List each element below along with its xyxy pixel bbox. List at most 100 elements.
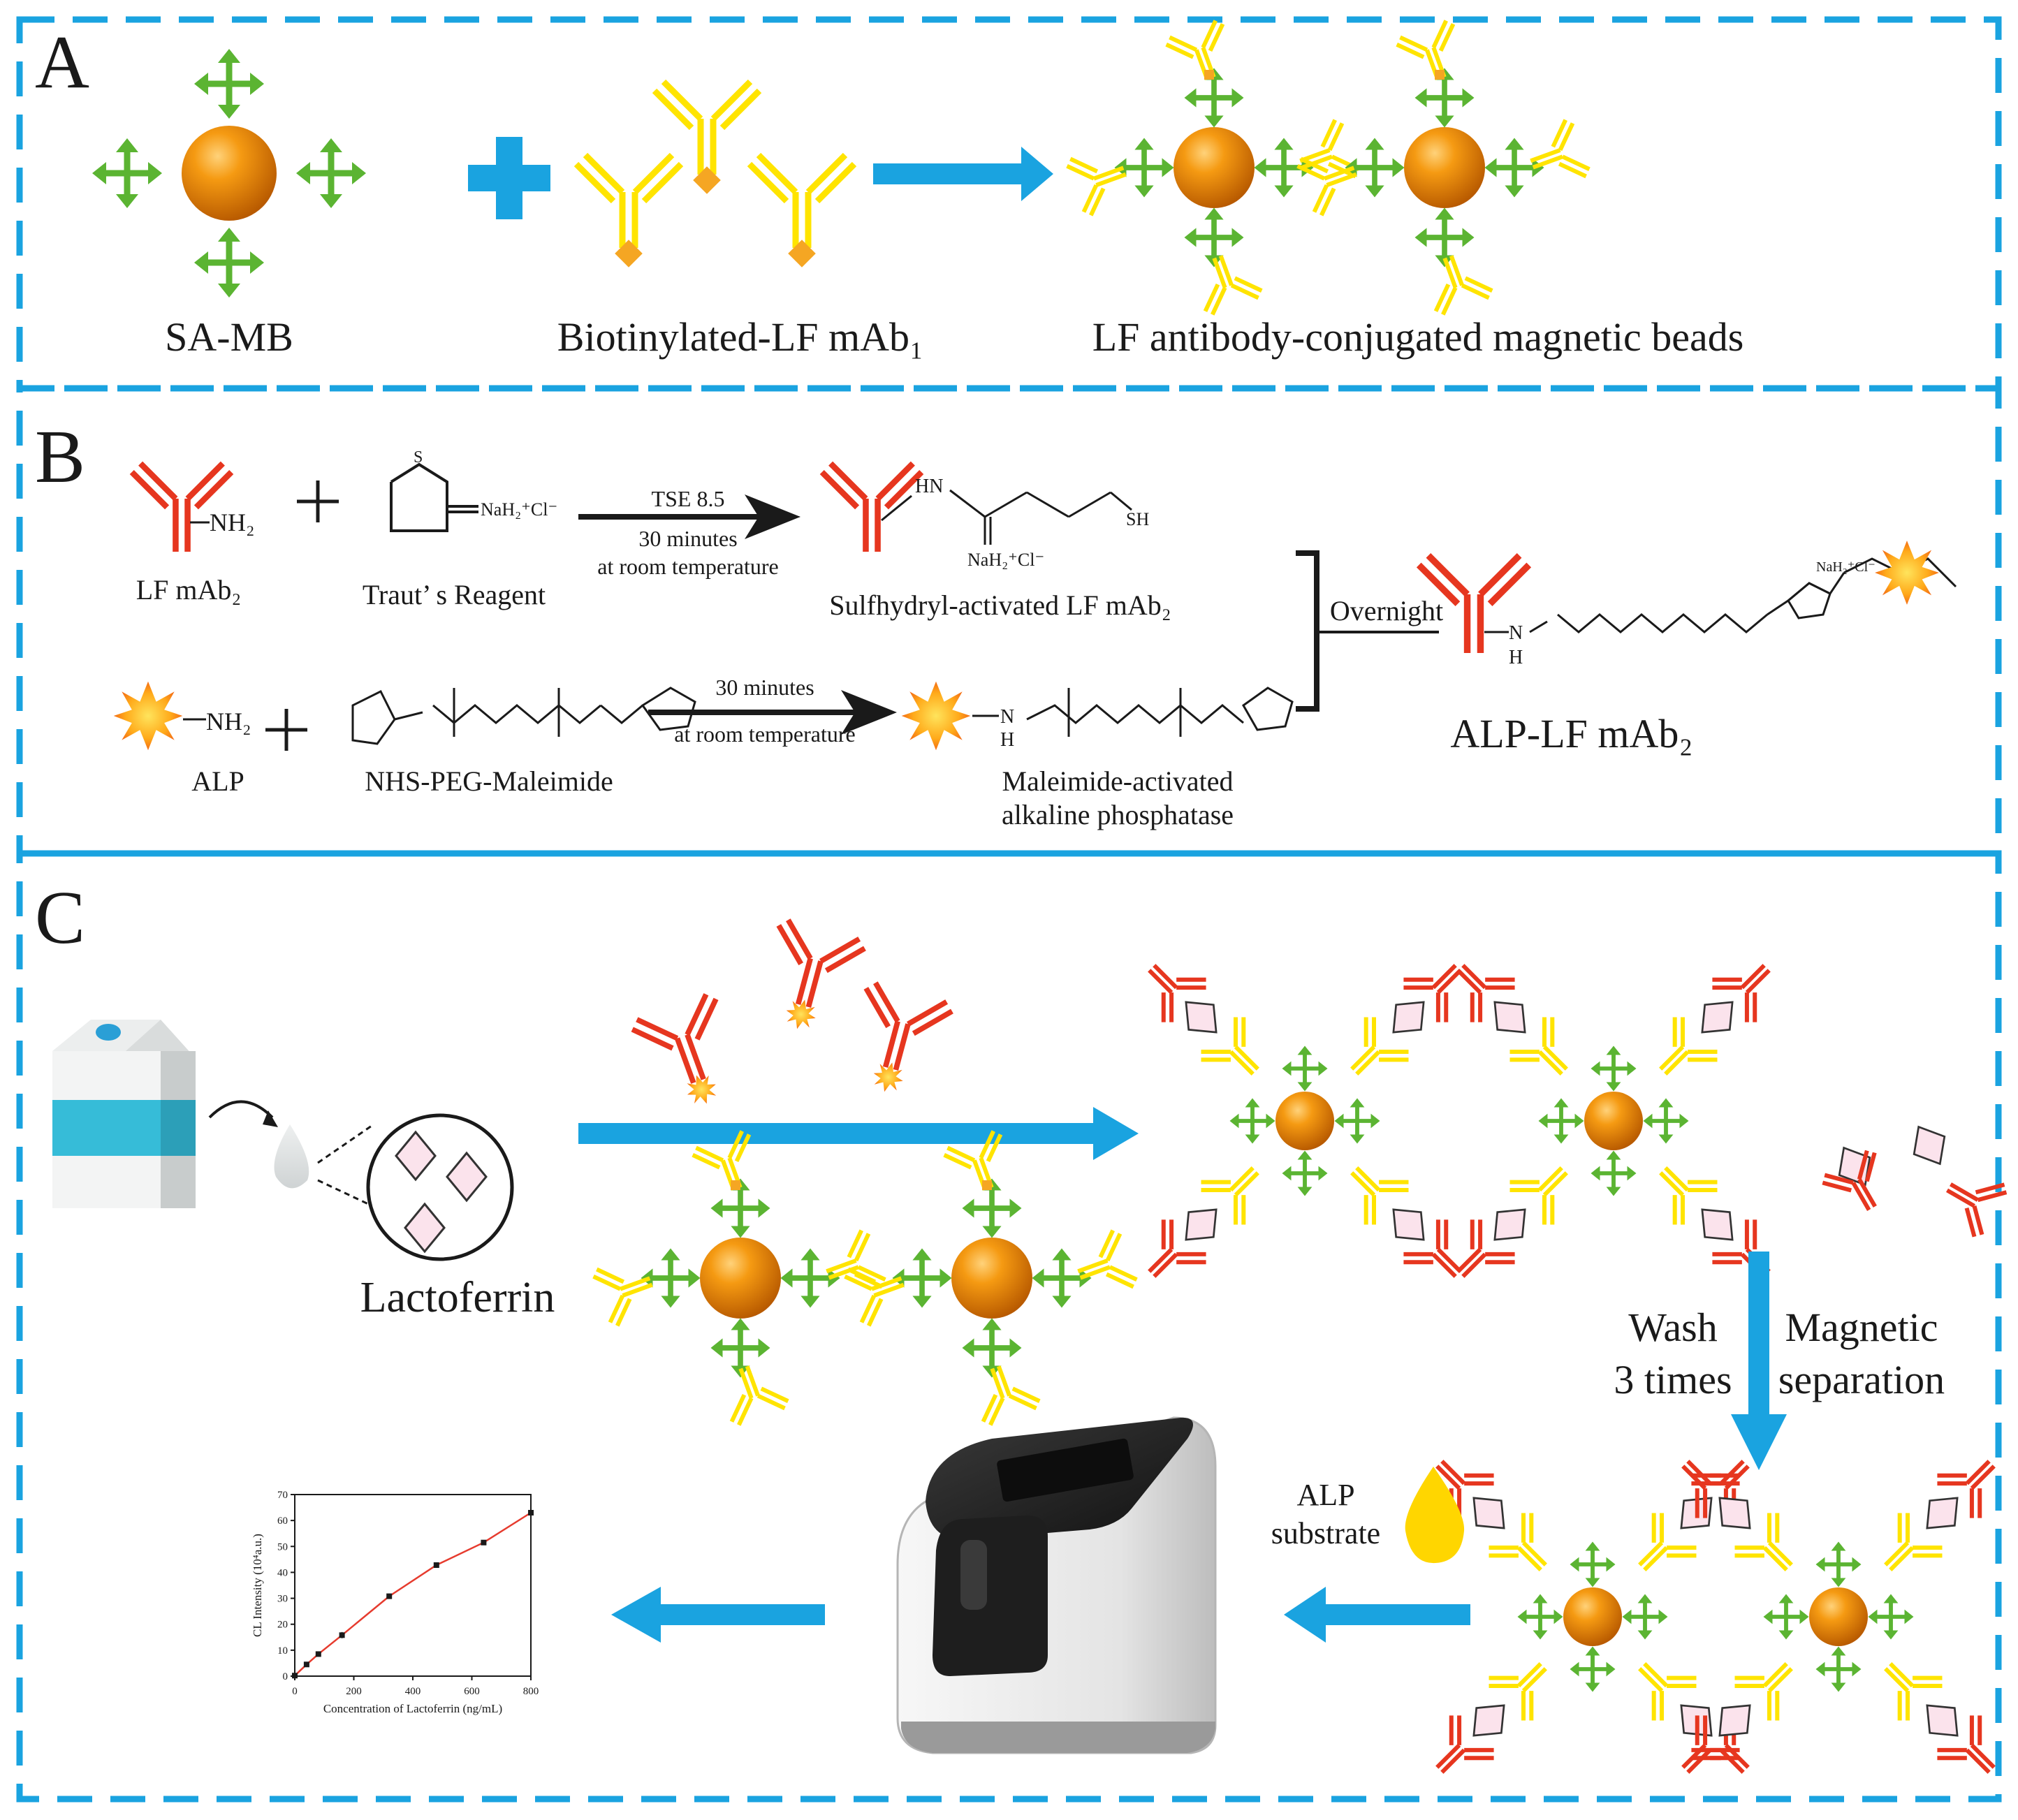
panel-borders	[16, 16, 2002, 1803]
chart-axes	[294, 1494, 532, 1677]
alp-substrate-label-2: substrate	[1271, 1516, 1380, 1550]
chart-xtick-label: 400	[405, 1686, 421, 1697]
sa-mb-bead	[92, 49, 366, 298]
panel-c-letter: C	[35, 876, 85, 960]
substrate-drop-icon	[1405, 1467, 1465, 1564]
panel-b-letter: B	[35, 416, 85, 499]
chart-ytick-label: 30	[277, 1594, 288, 1605]
chart-point	[433, 1562, 439, 1569]
plus-sign	[468, 137, 550, 219]
alp-label: ALP	[191, 765, 244, 797]
chart-xtick-label: 800	[523, 1686, 539, 1697]
wash-label-1: Wash	[1628, 1305, 1717, 1350]
alp-substrate-label-1: ALP	[1296, 1478, 1354, 1512]
sandwich-complex-2	[1439, 946, 1787, 1295]
sa-mb-label: SA-MB	[165, 314, 293, 360]
maleimide-label-2: alkaline phosphatase	[1002, 799, 1234, 830]
sulfhydryl-sh: SH	[1126, 509, 1149, 529]
overnight-bracket	[1296, 550, 1319, 712]
magnetic-label-2: separation	[1778, 1357, 1945, 1402]
milk-drop-icon	[274, 1124, 309, 1189]
nhs-peg-structure	[351, 687, 696, 745]
panel-a: A SA-MB	[35, 19, 1743, 360]
chart-fit-curve	[294, 1511, 532, 1677]
chart-ytick-label: 40	[277, 1567, 288, 1578]
chart-xtick-label: 200	[346, 1686, 362, 1697]
traut-label: Traut’ s Reagent	[363, 579, 546, 610]
pour-arrow	[208, 1100, 274, 1119]
chart-points	[292, 1506, 534, 1679]
maleimide-h: H	[1000, 729, 1014, 751]
arrow-a	[873, 147, 1053, 201]
alp-lf-label: ALP-LF mAb₂	[1450, 711, 1692, 756]
arrow-c2	[1284, 1587, 1470, 1643]
washed-complex-1	[1418, 1442, 1767, 1791]
alp-nh2: NH₂	[206, 707, 251, 735]
chart-point	[303, 1661, 309, 1668]
panel-b-border	[16, 385, 2002, 857]
chart-point	[528, 1510, 534, 1516]
traut-salt: NaH₂⁺Cl⁻	[481, 499, 557, 520]
panel-b: B NH₂ LF mAb₂ S NaH₂⁺Cl⁻ Traut’ s Reagen…	[35, 416, 1957, 830]
alp-lf-salt: NaH₂⁺Cl⁻	[1816, 559, 1876, 575]
lf-mab2-antibody	[132, 464, 232, 552]
maleimide-alp-structure	[972, 687, 1294, 737]
lf-mab2-nh2: NH₂	[210, 508, 255, 536]
chart-xtick-label: 0	[292, 1686, 298, 1697]
panel-a-border	[16, 16, 2002, 392]
arrow-b1-bot: at room temperature	[597, 554, 778, 579]
arrow-b1-mid: 30 minutes	[638, 526, 737, 551]
chart-ytick-label: 20	[277, 1620, 288, 1631]
magnetic-label-1: Magnetic	[1785, 1305, 1938, 1350]
cl-analyzer-device	[896, 1416, 1217, 1754]
milk-carton-icon	[52, 1020, 196, 1208]
alp-lf-h: H	[1509, 647, 1523, 668]
chart-point	[339, 1632, 345, 1638]
sandwich-complex-1	[1130, 946, 1479, 1295]
capture-bead-1	[592, 1129, 887, 1427]
sulfhydryl-salt: NaH₂⁺Cl⁻	[967, 550, 1044, 570]
washed-complex-2	[1664, 1442, 2012, 1791]
sulfhydryl-label: Sulfhydryl-activated LF mAb₂	[829, 589, 1171, 621]
biotinylated-antibodies	[576, 82, 854, 267]
arrow-c-down	[1731, 1252, 1787, 1470]
arrow-b2-bot: at room temperature	[674, 721, 855, 747]
chart-point	[292, 1673, 298, 1679]
maleimide-n: N	[1000, 706, 1014, 728]
capture-bead-2	[843, 1129, 1139, 1427]
alp-lf-n: N	[1509, 622, 1523, 644]
chart-xlabel: Concentration of Lactoferrin (ng/mL)	[323, 1702, 502, 1715]
lactoferrin-zoom	[317, 1113, 514, 1261]
traut-s: S	[414, 448, 423, 467]
maleimide-label-1: Maleimide-activated	[1002, 765, 1234, 797]
panel-c: C Lactoferrin	[35, 876, 2013, 1791]
wash-label-2: 3 times	[1614, 1357, 1732, 1402]
alp-labelled-antibodies	[629, 918, 953, 1109]
maleimide-alp-star	[901, 681, 971, 751]
chart-ytick-label: 10	[277, 1645, 288, 1657]
plus-b1	[297, 480, 339, 522]
conjugated-label: LF antibody-conjugated magnetic beads	[1092, 314, 1744, 360]
alp-star	[113, 681, 183, 751]
lf-mab2-label: LF mAb₂	[136, 574, 242, 606]
nhs-peg-label: NHS-PEG-Maleimide	[365, 765, 613, 797]
chart-ytick-label: 0	[283, 1671, 288, 1682]
biotinylated-label: Biotinylated-LF mAb₁	[557, 314, 923, 360]
panel-c-border	[16, 850, 2002, 1803]
traut-structure	[390, 462, 478, 532]
chart-point	[315, 1651, 321, 1657]
arrow-b2-top: 30 minutes	[715, 675, 814, 700]
chart-xtick-label: 600	[464, 1686, 480, 1697]
alp-lf-star	[1875, 541, 1939, 605]
overnight-label: Overnight	[1330, 595, 1443, 626]
chart-fit-line	[294, 1511, 532, 1677]
lactoferrin-label: Lactoferrin	[360, 1274, 555, 1321]
unbound-complex	[1820, 1117, 2009, 1240]
panel-a-letter: A	[35, 21, 89, 104]
chart-ytick-label: 50	[277, 1541, 288, 1553]
chart-ytick-label: 60	[277, 1516, 288, 1527]
chart-frame	[294, 1494, 532, 1677]
